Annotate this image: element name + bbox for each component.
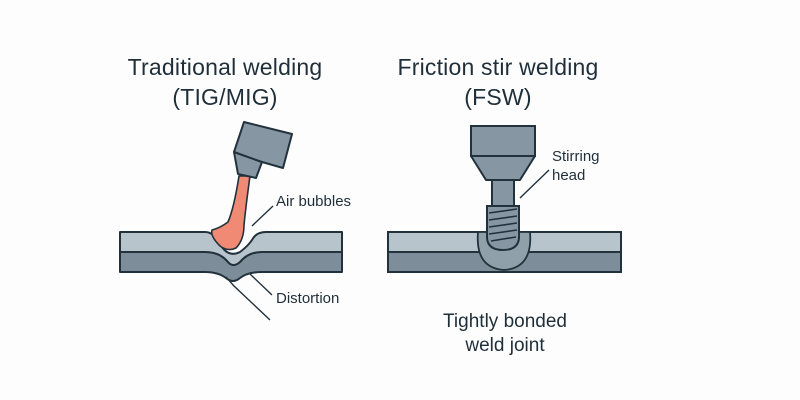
fsw-title: Friction stir welding (FSW) (378, 52, 618, 112)
distortion-leader (249, 273, 273, 296)
distortion-crack-line (225, 276, 271, 321)
traditional-title-line1: Traditional welding (127, 54, 323, 80)
traditional-welding-title: Traditional welding (TIG/MIG) (95, 52, 355, 112)
weld-arc-stream (210, 175, 251, 251)
air-bubbles-leader (251, 205, 274, 227)
weld-joint-caption: Tightly bonded weld joint (410, 310, 600, 358)
traditional-title-line2: (TIG/MIG) (172, 84, 278, 110)
tool-housing (470, 125, 536, 157)
stirring-head-leader (519, 169, 550, 199)
distortion-label: Distortion (276, 290, 340, 307)
pin-threads (488, 208, 518, 242)
stirring-head-label-line1: Stirring (552, 148, 600, 165)
tool-taper (470, 155, 536, 181)
traditional-weld-illustration (119, 121, 343, 321)
stirring-head-label: Stirring head (552, 147, 600, 185)
tool-shaft (491, 179, 515, 207)
weld-joint-caption-line1: Tightly bonded (443, 311, 567, 332)
fsw-illustration (387, 125, 622, 273)
weld-joint-caption-line2: weld joint (465, 335, 545, 356)
air-bubbles-label: Air bubbles (276, 193, 352, 210)
torch-body (233, 121, 293, 169)
fsw-title-line1: Friction stir welding (397, 54, 599, 80)
stirring-head-label-line2: head (552, 167, 586, 184)
fsw-title-line2: (FSW) (464, 84, 532, 110)
